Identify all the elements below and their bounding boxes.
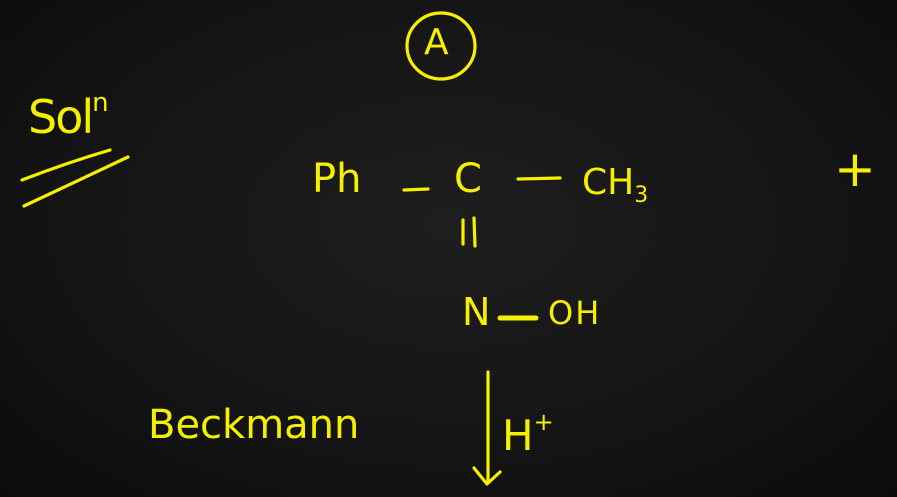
solution-heading: Soln <box>28 88 109 144</box>
solution-text: Sol <box>28 90 94 144</box>
group-ch3-text: CH <box>582 162 635 203</box>
group-ph: Ph <box>312 156 362 202</box>
group-oh: OH <box>548 294 602 332</box>
label-circle <box>405 11 477 81</box>
reaction-name: Beckmann <box>148 402 360 448</box>
group-ch3: CH3 <box>582 162 648 208</box>
reagent-h-plus: H+ <box>502 408 554 460</box>
solution-underline-1 <box>20 148 112 182</box>
reaction-arrow-head <box>472 466 502 486</box>
atom-nitrogen: N <box>462 290 491 334</box>
atom-carbon: C <box>454 156 482 202</box>
reagent-h: H <box>502 411 534 460</box>
double-bond-line-2 <box>472 216 477 248</box>
solution-sup: n <box>92 88 109 118</box>
group-ch3-sub: 3 <box>634 183 649 209</box>
plus-sign: + <box>834 140 876 198</box>
solution-underline-2 <box>22 155 130 208</box>
label-a: A <box>424 22 449 63</box>
reagent-charge: + <box>533 408 554 436</box>
bond-c-ch3 <box>516 176 562 181</box>
bond-ph-c <box>402 187 430 192</box>
